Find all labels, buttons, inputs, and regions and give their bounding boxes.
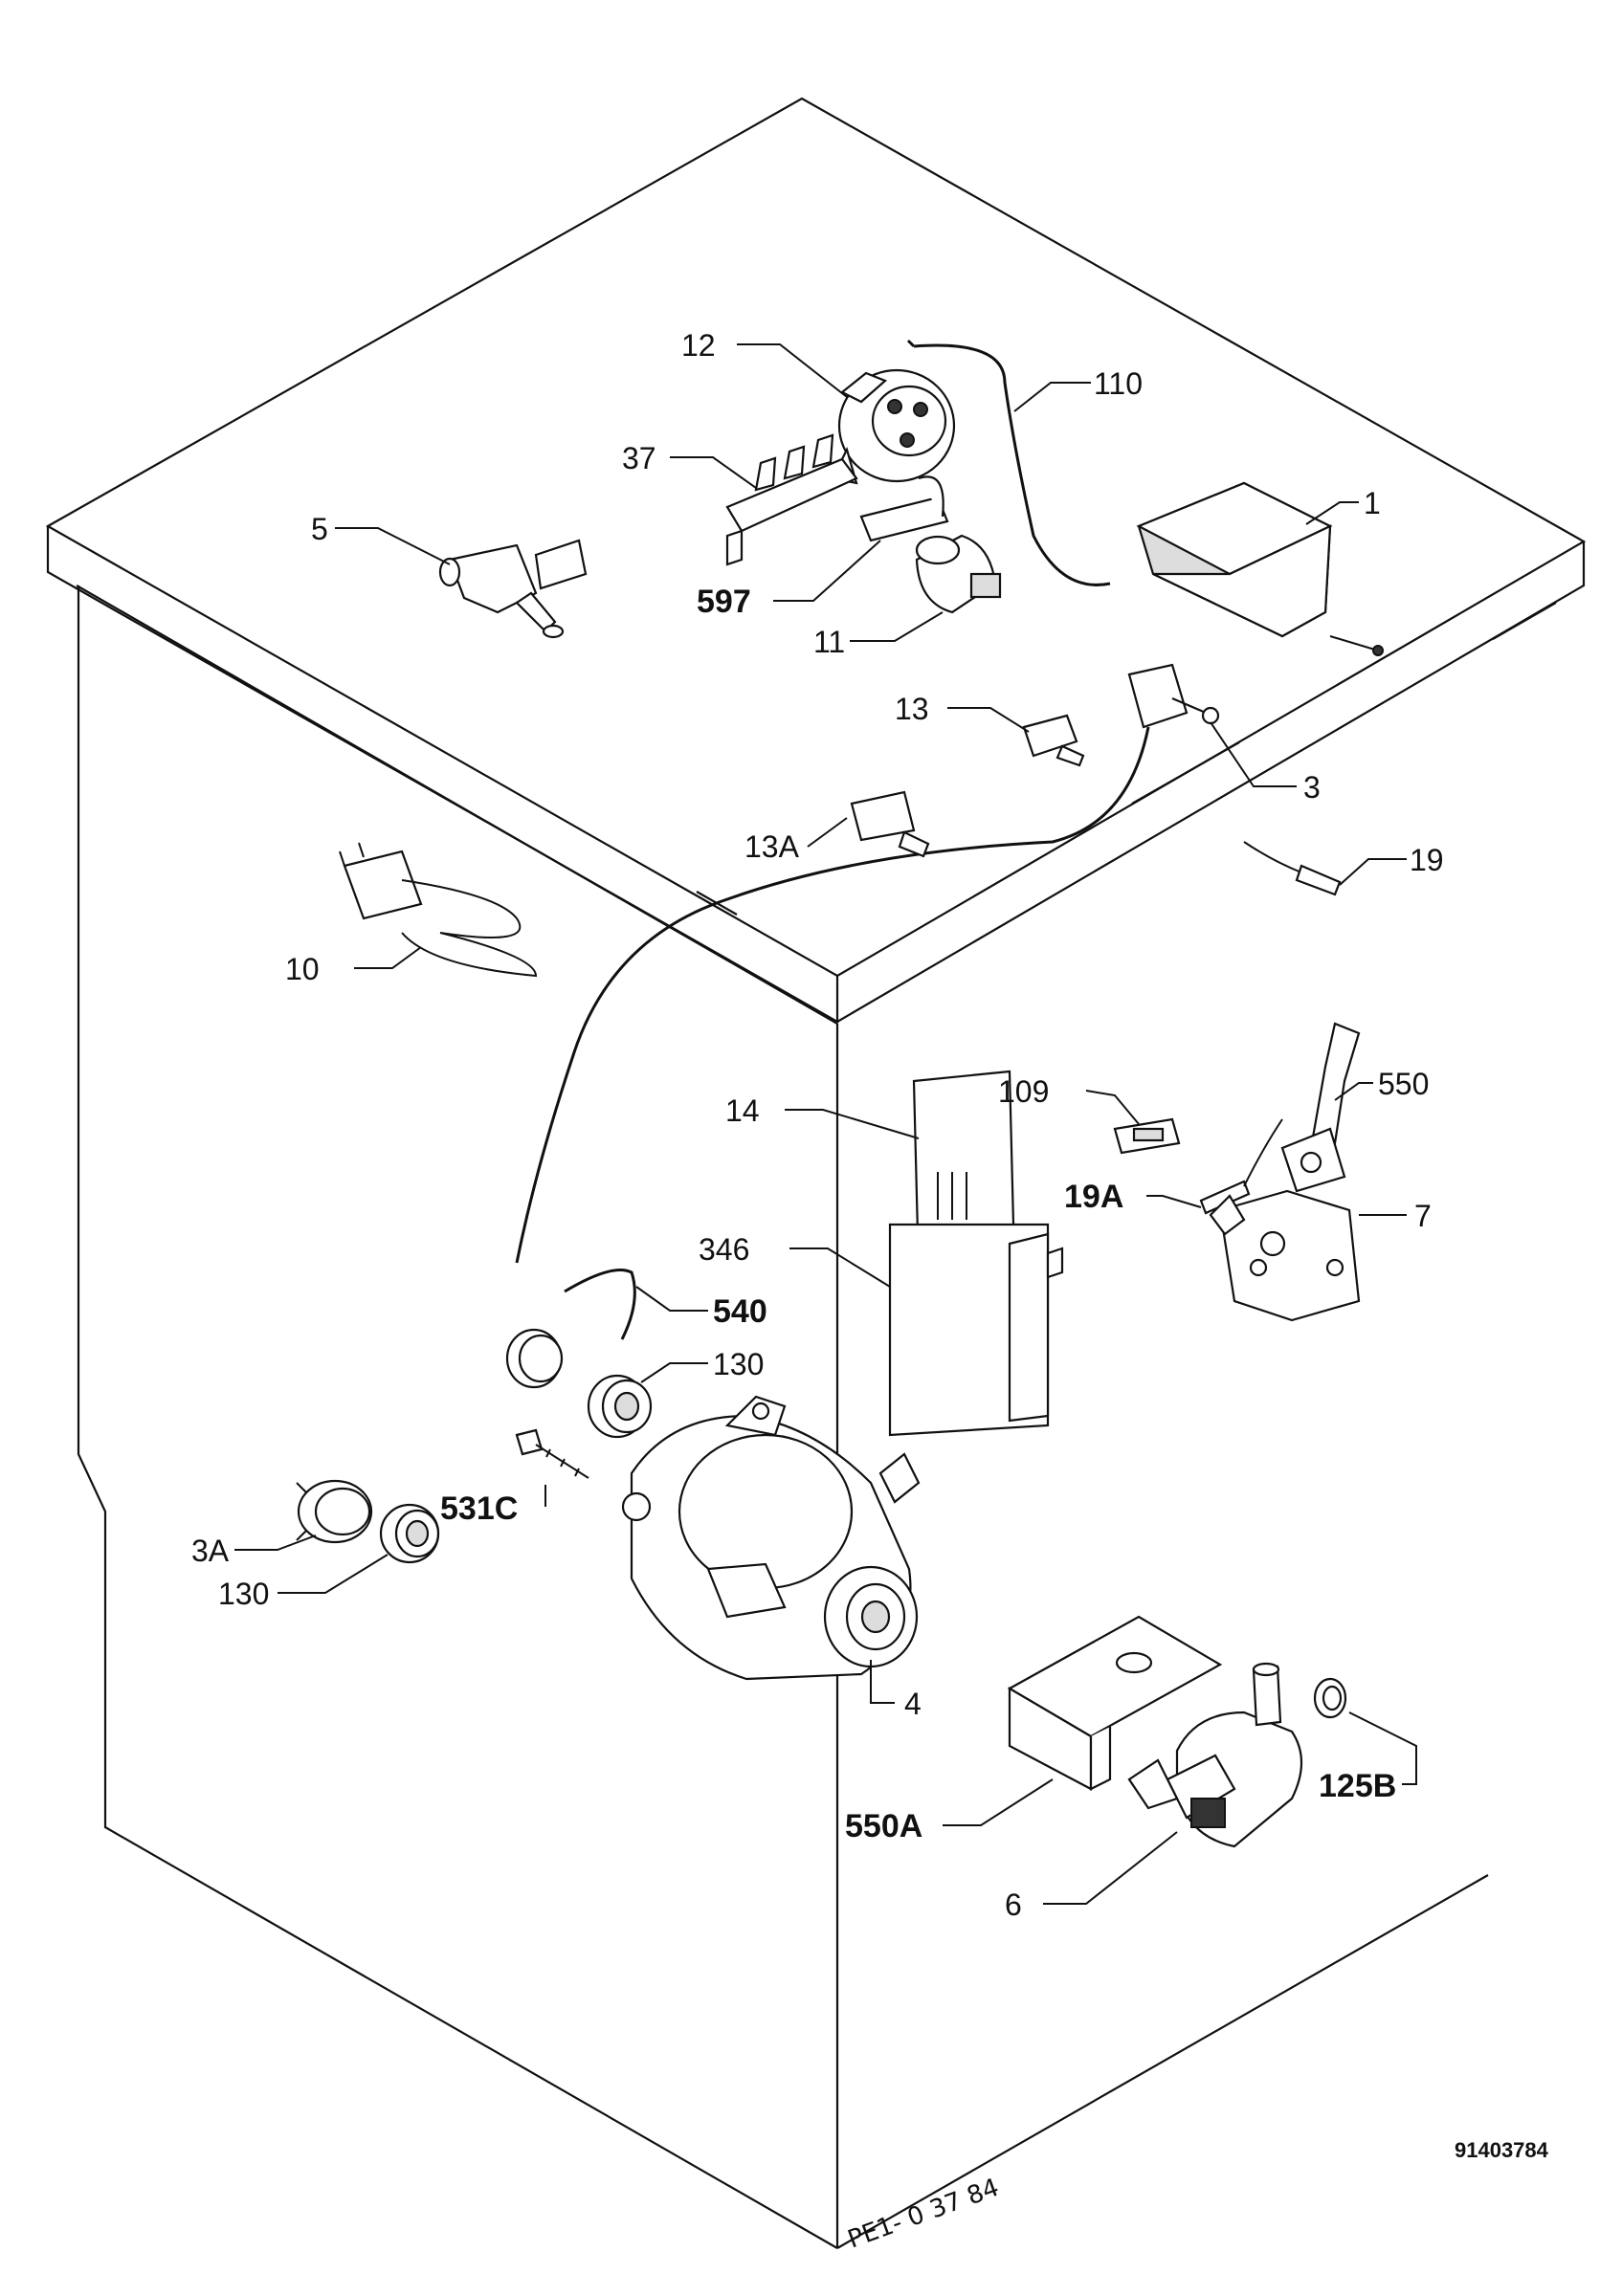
- label-3: 3: [1303, 770, 1321, 805]
- label-11: 11: [813, 625, 845, 659]
- label-13: 13: [895, 692, 929, 726]
- bracket-597: [859, 475, 949, 542]
- label-130-lower: 130: [218, 1577, 269, 1611]
- label-5: 5: [311, 512, 328, 546]
- label-540: 540: [713, 1293, 767, 1330]
- label-10: 10: [285, 952, 320, 986]
- clip-109: [1113, 1117, 1181, 1155]
- label-7: 7: [1414, 1199, 1432, 1233]
- label-109: 109: [998, 1074, 1049, 1109]
- cabinet-outline: [45, 97, 1587, 2249]
- lever-550: [1280, 1022, 1361, 1193]
- fitting-5: [438, 539, 588, 639]
- label-19A: 19A: [1064, 1179, 1123, 1215]
- sensor-19: [1243, 841, 1342, 896]
- label-125B: 125B: [1319, 1768, 1396, 1804]
- door-switch-3: [1127, 663, 1220, 729]
- label-1: 1: [1364, 486, 1381, 520]
- grommet: [505, 1328, 564, 1389]
- drawing-code: 91403784: [1455, 2138, 1549, 2162]
- label-597: 597: [697, 584, 751, 620]
- pressure-switch-12: [831, 368, 956, 485]
- label-110: 110: [1094, 366, 1143, 401]
- cable-3: [515, 726, 1150, 1264]
- label-531C: 531C: [440, 1490, 518, 1527]
- label-6: 6: [1005, 1888, 1022, 1922]
- connector-13A: [850, 790, 930, 858]
- connector-13: [1022, 714, 1085, 767]
- sensor-19A: [1199, 1118, 1283, 1215]
- filter-14: [912, 1070, 1016, 1274]
- washer-125B: [1313, 1677, 1347, 1719]
- programmer-1: [1136, 481, 1384, 656]
- pump-motor-4: [621, 1395, 921, 1681]
- label-550A: 550A: [845, 1808, 922, 1844]
- label-12: 12: [681, 328, 716, 363]
- label-346: 346: [699, 1232, 749, 1267]
- door-lock-7: [1209, 1189, 1361, 1322]
- terminal-block-37: [725, 433, 858, 566]
- part-3A: [296, 1479, 373, 1544]
- filter-housing-346: [888, 1223, 1064, 1437]
- label-13A: 13A: [744, 829, 800, 864]
- label-4: 4: [904, 1687, 922, 1721]
- label-14: 14: [725, 1093, 760, 1128]
- part-labels: 12 110 37 1 5 597 11 13 3 13A 19 10 14 1…: [191, 328, 1444, 1922]
- cover-550A: [1007, 1615, 1223, 1791]
- handwritten-note: PE1- 0 37 84: [844, 2174, 1003, 2255]
- capacitor-11: [915, 534, 1002, 614]
- screw-531C: [515, 1428, 589, 1479]
- label-37: 37: [622, 441, 656, 475]
- seal-130-lower: [379, 1503, 440, 1564]
- label-130-upper: 130: [713, 1347, 764, 1381]
- valve-6: [1127, 1662, 1302, 1848]
- label-3A: 3A: [191, 1534, 230, 1568]
- label-550: 550: [1378, 1067, 1429, 1101]
- clip-540: [564, 1269, 636, 1340]
- label-19: 19: [1410, 843, 1444, 877]
- hose-110: [913, 343, 1111, 586]
- leader-lines: [234, 343, 1417, 1905]
- heating-element-10: [339, 842, 538, 978]
- seal-130-upper: [587, 1374, 653, 1439]
